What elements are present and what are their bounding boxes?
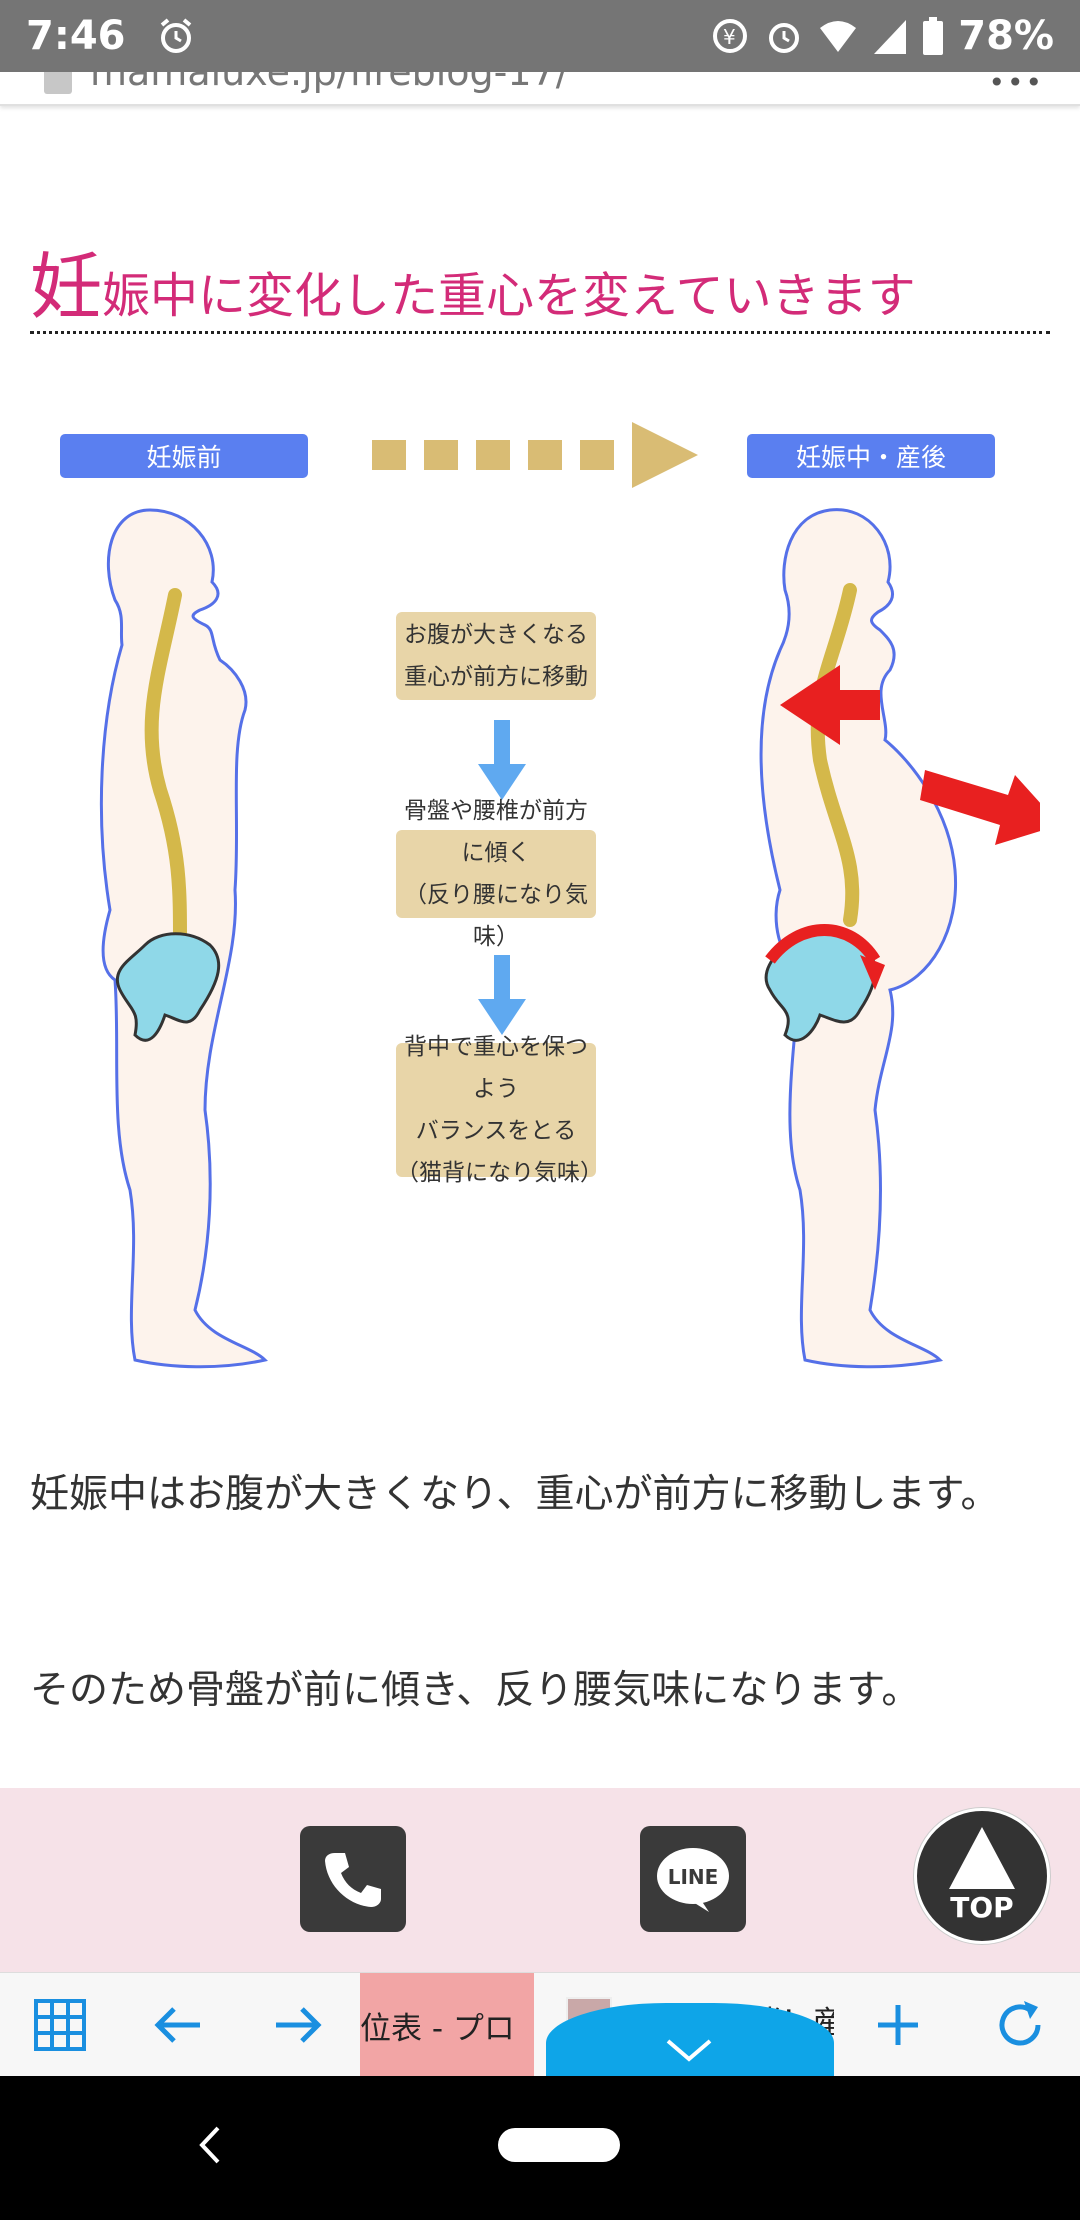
svg-text:¥: ¥ <box>723 25 736 49</box>
battery-icon <box>923 17 944 55</box>
phone-icon <box>325 1853 381 1907</box>
step-2-line-1: 骨盤や腰椎が前方に傾く <box>404 798 588 866</box>
grid-icon[interactable] <box>30 1995 90 2055</box>
sticky-contact-bar: LINE TOP <box>0 1788 1080 1972</box>
alarm-icon <box>160 18 191 53</box>
heading-text: 娠中に変化した重心を変えていきます <box>102 268 916 324</box>
line-label: LINE <box>668 1865 719 1889</box>
line-button[interactable]: LINE <box>640 1826 746 1932</box>
posture-illustration: 妊娠前 妊娠中・産後 お腹が大きくなる <box>40 400 1040 1390</box>
body-after-illustration <box>759 508 1040 1369</box>
step-box-1: お腹が大きくなる 重心が前方に移動 <box>396 612 596 700</box>
browser-tab-active[interactable]: お悩み解消！産後ケ <box>546 1973 834 2077</box>
back-arrow-icon[interactable] <box>148 1995 208 2055</box>
step-1-line-1: お腹が大きくなる <box>404 622 588 648</box>
step-box-3: 背中で重心を保つよう バランスをとる （猫背になり気味） <box>396 1034 603 1186</box>
line-icon: LINE <box>657 1848 729 1912</box>
step-1-line-2: 重心が前方に移動 <box>404 664 588 690</box>
down-arrow-icon <box>478 720 526 800</box>
down-arrow-icon <box>478 955 526 1035</box>
body-before-illustration <box>99 508 268 1369</box>
status-time: 7:46 <box>26 13 126 59</box>
battery-percent: 78% <box>958 13 1054 59</box>
step-3-line-3: （猫背になり気味） <box>396 1160 603 1186</box>
menu-icon[interactable]: ••• <box>988 72 1044 99</box>
paragraph-1: 妊娠中はお腹が大きくなり、重心が前方に移動します。 <box>30 1472 1000 1517</box>
step-3-line-2: バランスをとる <box>415 1118 577 1144</box>
heading-first-char: 妊 <box>30 245 103 329</box>
step-2-line-2: （反り腰になり気味） <box>404 882 588 950</box>
system-nav-bar <box>0 2076 1080 2220</box>
url-text[interactable]: mamaluxe.jp/fireblog-17/ <box>90 72 569 94</box>
signal-icon <box>874 20 907 54</box>
browser-tab[interactable]: 位表 - プロ <box>360 1973 534 2077</box>
tab-drawer-handle[interactable] <box>546 2003 834 2077</box>
paragraph-2: そのため骨盤が前に傾き、反り腰気味になります。 <box>30 1668 921 1713</box>
forward-arrow-icon[interactable] <box>268 1995 328 2055</box>
nav-home-pill[interactable] <box>498 2128 620 2162</box>
back-to-top-button[interactable]: TOP <box>914 1808 1050 1944</box>
status-bar: 7:46 ¥ 78% <box>0 0 1080 72</box>
browser-toolbar: 位表 - プロ お悩み解消！産後ケ <box>0 1972 1080 2077</box>
nav-back-icon[interactable] <box>190 2122 230 2168</box>
refresh-icon[interactable] <box>990 1995 1050 2055</box>
top-label: TOP <box>950 1891 1014 1924</box>
step-box-2: 骨盤や腰椎が前方に傾く （反り腰になり気味） <box>396 798 596 950</box>
status-icons: ¥ 78% <box>710 13 1054 59</box>
plus-icon[interactable] <box>868 1995 928 2055</box>
step-3-line-1: 背中で重心を保つよう <box>404 1034 588 1102</box>
section-heading: 妊娠中に変化した重心を変えていきます <box>30 228 1050 334</box>
chevron-down-icon <box>666 2039 712 2062</box>
dashed-arrow-icon <box>372 422 698 488</box>
tab-title: 位表 - プロ <box>360 2011 515 2047</box>
up-triangle-icon <box>949 1827 1015 1889</box>
alarm-icon <box>769 23 800 53</box>
label-before-pregnancy: 妊娠前 <box>60 434 308 478</box>
label-after-pregnancy: 妊娠中・産後 <box>747 434 995 478</box>
phone-button[interactable] <box>300 1826 406 1932</box>
site-info-icon[interactable] <box>44 72 72 94</box>
url-bar[interactable]: mamaluxe.jp/fireblog-17/ ••• <box>0 72 1080 106</box>
data-saver-icon: ¥ <box>713 19 748 53</box>
wifi-icon <box>820 21 857 52</box>
